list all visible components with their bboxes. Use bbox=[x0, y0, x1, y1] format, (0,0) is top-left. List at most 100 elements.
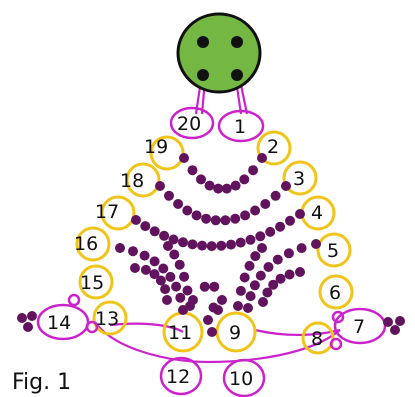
bead bbox=[265, 226, 276, 237]
bead bbox=[263, 262, 274, 272]
loop-label-19: 19 bbox=[144, 136, 168, 158]
bead bbox=[174, 259, 185, 270]
bead bbox=[191, 210, 202, 221]
loop-14 bbox=[36, 303, 90, 341]
loop-label-12: 12 bbox=[166, 366, 190, 388]
bead bbox=[210, 215, 221, 226]
loop-label-18: 18 bbox=[120, 170, 144, 192]
bead bbox=[178, 237, 188, 248]
bead bbox=[182, 205, 193, 216]
bead bbox=[243, 303, 253, 313]
bead bbox=[182, 285, 193, 296]
loop-label-17: 17 bbox=[95, 201, 119, 223]
bead bbox=[233, 301, 243, 311]
bead bbox=[139, 250, 150, 261]
bead bbox=[240, 210, 251, 221]
figure-caption: Fig. 1 bbox=[12, 370, 71, 395]
loop-label-16: 16 bbox=[74, 233, 98, 255]
bead bbox=[173, 199, 184, 209]
bead bbox=[171, 281, 182, 292]
bead bbox=[140, 264, 151, 275]
bead bbox=[164, 190, 174, 201]
bead bbox=[162, 295, 172, 305]
bead bbox=[188, 295, 198, 305]
bead bbox=[130, 263, 140, 273]
bead bbox=[115, 243, 125, 253]
bead bbox=[230, 180, 241, 191]
bead bbox=[17, 313, 27, 323]
bead bbox=[257, 153, 267, 163]
bead bbox=[201, 213, 212, 224]
bead bbox=[245, 234, 256, 245]
bead bbox=[275, 221, 286, 232]
loop-label-11: 11 bbox=[168, 322, 192, 344]
loop-label-15: 15 bbox=[80, 272, 104, 294]
bead bbox=[206, 241, 217, 252]
bead bbox=[199, 281, 210, 292]
bead bbox=[159, 230, 170, 241]
bead bbox=[131, 215, 141, 225]
bead bbox=[149, 226, 160, 237]
bead bbox=[220, 215, 231, 226]
ring-18 bbox=[125, 162, 161, 198]
button-hole bbox=[231, 36, 243, 48]
bead bbox=[255, 231, 266, 242]
bead bbox=[209, 281, 220, 292]
ring-2 bbox=[256, 130, 292, 166]
bead bbox=[249, 280, 260, 291]
bead bbox=[160, 284, 171, 295]
ring-3 bbox=[282, 160, 318, 196]
bead bbox=[295, 267, 305, 277]
bead bbox=[296, 243, 307, 254]
ring-19 bbox=[149, 135, 185, 171]
bead bbox=[239, 174, 250, 185]
bead bbox=[244, 260, 255, 271]
bead bbox=[155, 275, 166, 286]
bead bbox=[169, 249, 180, 260]
bead bbox=[163, 241, 173, 251]
loop-joint bbox=[329, 337, 343, 351]
ring-6 bbox=[318, 274, 354, 310]
bead bbox=[221, 183, 232, 194]
loop-10 bbox=[222, 358, 266, 397]
bead bbox=[140, 221, 151, 232]
thread-arc-right bbox=[254, 328, 341, 336]
loop-label-6: 6 bbox=[329, 282, 341, 304]
bead bbox=[248, 165, 259, 176]
bead bbox=[187, 165, 198, 176]
bead bbox=[217, 295, 227, 305]
bead-rows bbox=[17, 153, 405, 337]
bead bbox=[281, 181, 291, 191]
bead bbox=[390, 325, 400, 335]
bead bbox=[149, 269, 160, 280]
bead bbox=[197, 240, 208, 251]
bead bbox=[216, 240, 227, 251]
bead bbox=[230, 213, 241, 224]
bead bbox=[207, 327, 217, 337]
loop-label-14: 14 bbox=[47, 312, 71, 334]
bead bbox=[262, 287, 273, 298]
ring-13 bbox=[92, 300, 128, 336]
loop-labels: 20 1 19 2 18 3 17 4 16 5 15 6 14 13 7 8 … bbox=[47, 113, 365, 390]
loop-20 bbox=[169, 106, 215, 140]
bead bbox=[204, 180, 215, 191]
bead bbox=[283, 248, 294, 259]
bead bbox=[239, 272, 250, 283]
button-body bbox=[176, 12, 262, 94]
bead bbox=[155, 181, 165, 191]
loop-label-13: 13 bbox=[95, 308, 119, 330]
bead bbox=[250, 251, 261, 262]
bead bbox=[179, 153, 189, 163]
ring-8 bbox=[301, 321, 335, 355]
bead bbox=[165, 271, 176, 282]
bead bbox=[295, 209, 305, 219]
button-hole bbox=[197, 36, 209, 48]
bead bbox=[260, 199, 271, 209]
bead bbox=[272, 254, 283, 265]
loop-label-20: 20 bbox=[177, 113, 201, 135]
bead bbox=[187, 239, 198, 250]
loop-joint bbox=[331, 310, 345, 324]
loop-label-9: 9 bbox=[229, 322, 241, 344]
bead bbox=[285, 215, 295, 226]
bead bbox=[175, 292, 186, 303]
